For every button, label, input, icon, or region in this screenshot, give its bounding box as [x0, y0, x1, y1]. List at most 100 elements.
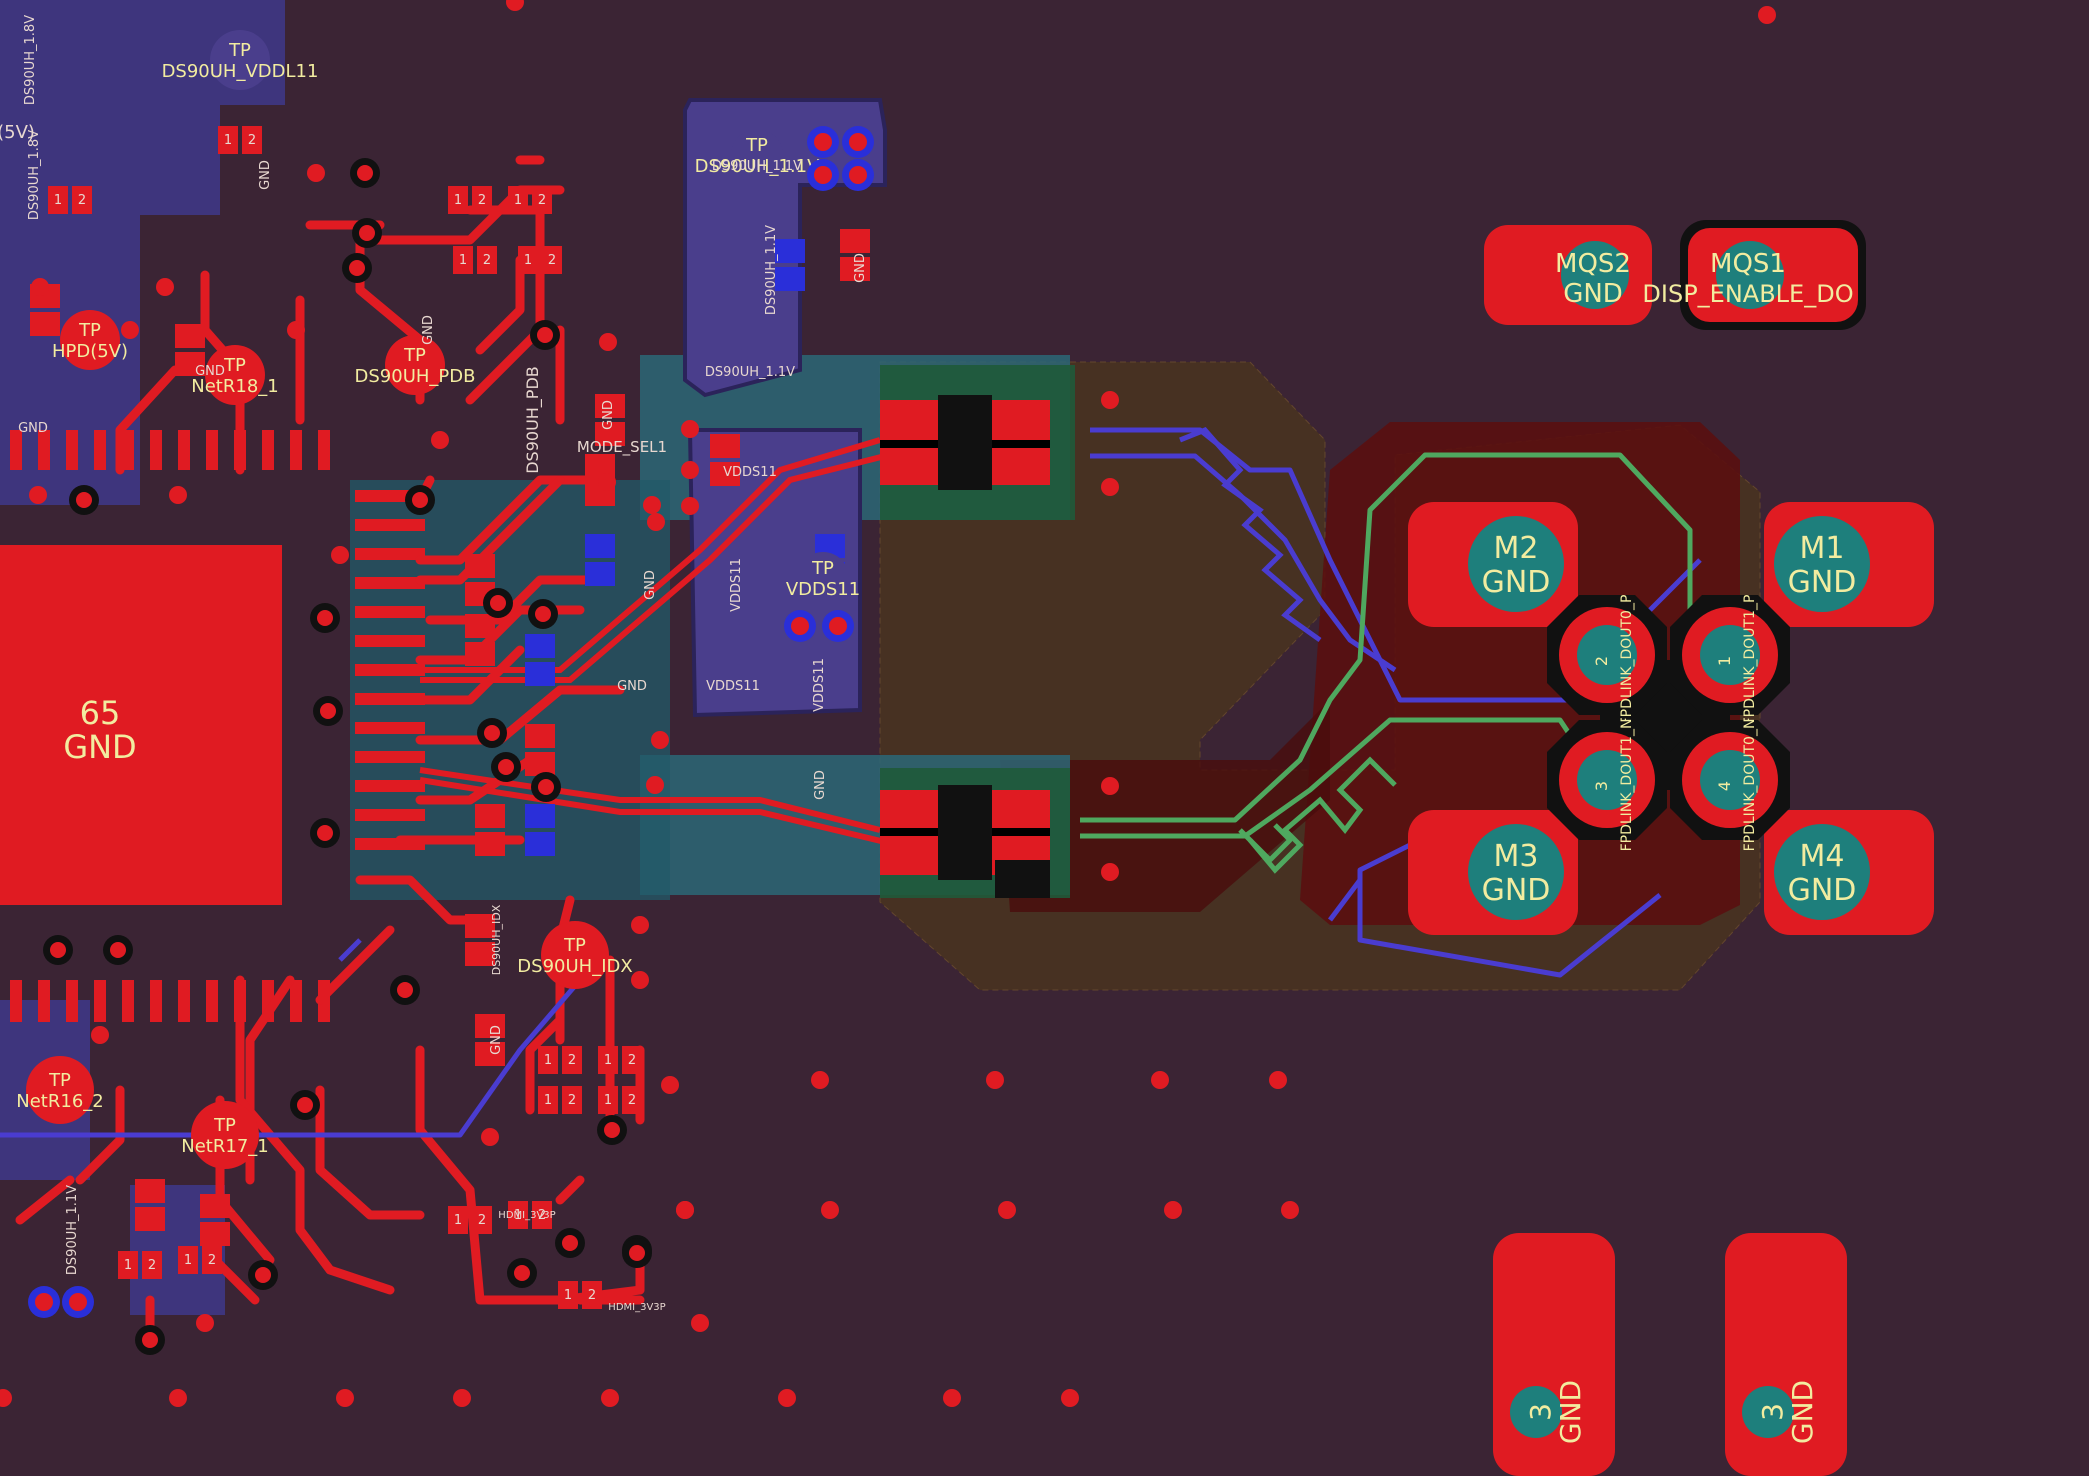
ic-pin[interactable]: [66, 430, 78, 470]
passive-component[interactable]: [475, 1014, 505, 1066]
ic-pin[interactable]: [122, 430, 134, 470]
ic-pin[interactable]: [318, 430, 330, 470]
ac-cap-upper[interactable]: [880, 395, 1050, 490]
ic-pin[interactable]: [290, 430, 302, 470]
ic-pin[interactable]: [10, 430, 22, 470]
passive-component[interactable]: [200, 1194, 230, 1246]
ic-pin[interactable]: [355, 751, 425, 763]
pad-number: 2: [478, 1213, 486, 1228]
pad-number: 2: [628, 1093, 636, 1108]
via: [811, 1071, 829, 1089]
test-point-tp-label: TP: [48, 1070, 71, 1091]
ic-pin[interactable]: [355, 519, 425, 531]
shield-pad-mqs1[interactable]: MQS1 DISP_ENABLE_DO: [1642, 220, 1866, 330]
ic-pin[interactable]: [150, 430, 162, 470]
ic-pin[interactable]: [355, 664, 425, 676]
ic-pin[interactable]: [178, 980, 190, 1022]
passive-component[interactable]: [525, 724, 555, 776]
ic-pin[interactable]: [206, 430, 218, 470]
ic-pin[interactable]: [355, 548, 425, 560]
ic-pin[interactable]: [38, 980, 50, 1022]
test-point-net: NetR18_1: [191, 376, 278, 397]
via: [336, 1389, 354, 1407]
passive-component[interactable]: [840, 229, 870, 281]
ac-cap-lower[interactable]: [880, 785, 1050, 898]
ic-pin[interactable]: [66, 980, 78, 1022]
passive-component[interactable]: [175, 324, 205, 376]
passive-component[interactable]: [525, 634, 555, 686]
ic-pin[interactable]: [355, 635, 425, 647]
ic-pin[interactable]: [178, 430, 190, 470]
gnd-pad-bottom-right[interactable]: 3 GND: [1725, 1233, 1847, 1476]
passive-component[interactable]: [585, 534, 615, 586]
gnd-pad-bottom-left[interactable]: 3 GND: [1493, 1233, 1615, 1476]
mount-pad-net: GND: [1482, 873, 1551, 908]
ic-pin[interactable]: [355, 809, 425, 821]
passive-component[interactable]: [525, 804, 555, 856]
ic-pin[interactable]: [38, 430, 50, 470]
plated-via-hole: [538, 779, 554, 795]
passive-component[interactable]: [135, 1179, 165, 1231]
passive-component[interactable]: [475, 804, 505, 856]
shield-pad-mqs2[interactable]: MQS2 GND: [1484, 225, 1652, 325]
pad-number: 1: [224, 133, 232, 148]
test-point-net: DS90UH_IDX: [517, 956, 632, 977]
pad-number: 2: [628, 1053, 636, 1068]
ic-pin[interactable]: [355, 722, 425, 734]
passive-component[interactable]: [595, 394, 625, 446]
ic-pin[interactable]: [150, 980, 162, 1022]
diff-pin-net: FPDLINK_DOUT0_P: [1619, 595, 1635, 726]
passive-component[interactable]: [465, 914, 495, 966]
ic-pin[interactable]: [262, 430, 274, 470]
ic-pin[interactable]: [355, 780, 425, 792]
exposed-pad-65[interactable]: [0, 545, 282, 905]
ic-pin[interactable]: [10, 980, 22, 1022]
via: [156, 278, 174, 296]
passive-component[interactable]: [30, 284, 60, 336]
passive-component[interactable]: [775, 239, 805, 291]
passive-component[interactable]: [465, 614, 495, 666]
ic-pin[interactable]: [290, 980, 302, 1022]
ic-pin[interactable]: [122, 980, 134, 1022]
ic-pin[interactable]: [355, 577, 425, 589]
passive-component[interactable]: [710, 434, 740, 486]
mount-pad-number: M4: [1800, 839, 1845, 874]
ic-pin[interactable]: [355, 606, 425, 618]
ic-pin[interactable]: [94, 980, 106, 1022]
ic-pin[interactable]: [206, 980, 218, 1022]
ic-pin[interactable]: [94, 430, 106, 470]
